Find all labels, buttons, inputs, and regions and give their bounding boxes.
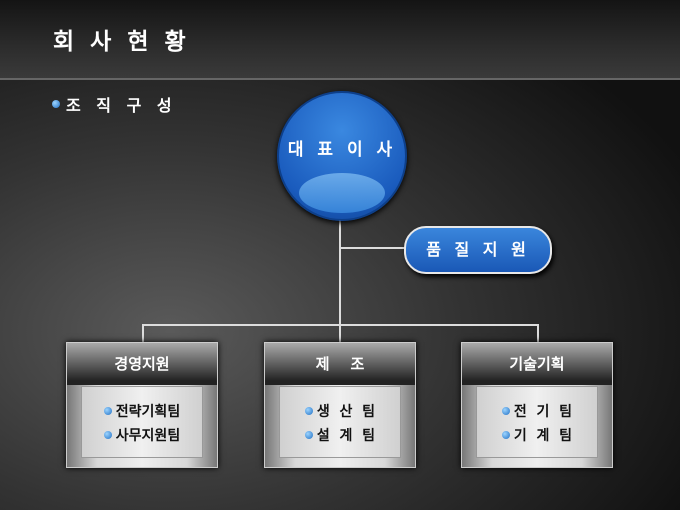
gloss-highlight: [299, 173, 385, 213]
bullet-icon: [52, 100, 60, 108]
team-item: 사무지원팀: [82, 423, 202, 447]
connector: [339, 215, 341, 326]
team-item: 전 기 팀: [477, 399, 597, 423]
connector: [340, 247, 406, 249]
team-label: 전략기획팀: [115, 404, 181, 420]
ceo-label: 대 표 이 사: [287, 140, 397, 160]
team-label: 생 산 팀: [316, 404, 376, 420]
team-label: 전 기 팀: [513, 404, 573, 420]
bullet-icon: [501, 407, 510, 415]
bullet-icon: [501, 431, 510, 439]
team-label: 설 계 팀: [316, 428, 376, 444]
team-item: 생 산 팀: [280, 399, 400, 423]
section-heading: 조 직 구 성: [52, 92, 177, 116]
team-label: 사무지원팀: [115, 428, 181, 444]
bullet-icon: [304, 407, 313, 415]
dept-title: 기술기획: [462, 343, 612, 385]
slide-title: 회 사 현 황: [53, 29, 190, 55]
connector: [142, 324, 144, 343]
team-item: 기 계 팀: [477, 423, 597, 447]
header-bar: 회 사 현 황: [0, 0, 680, 80]
team-label: 기 계 팀: [513, 428, 573, 444]
quality-node: 품 질 지 원: [404, 226, 552, 274]
bullet-icon: [103, 407, 112, 415]
section-label: 조 직 구 성: [66, 96, 177, 115]
bullet-icon: [103, 431, 112, 439]
connector: [537, 324, 539, 343]
team-item: 전략기획팀: [82, 399, 202, 423]
connector: [339, 324, 341, 343]
dept-title: 제 조: [265, 343, 415, 385]
dept-title: 경영지원: [67, 343, 217, 385]
bullet-icon: [304, 431, 313, 439]
team-item: 설 계 팀: [280, 423, 400, 447]
ceo-node: 대 표 이 사: [277, 91, 407, 221]
